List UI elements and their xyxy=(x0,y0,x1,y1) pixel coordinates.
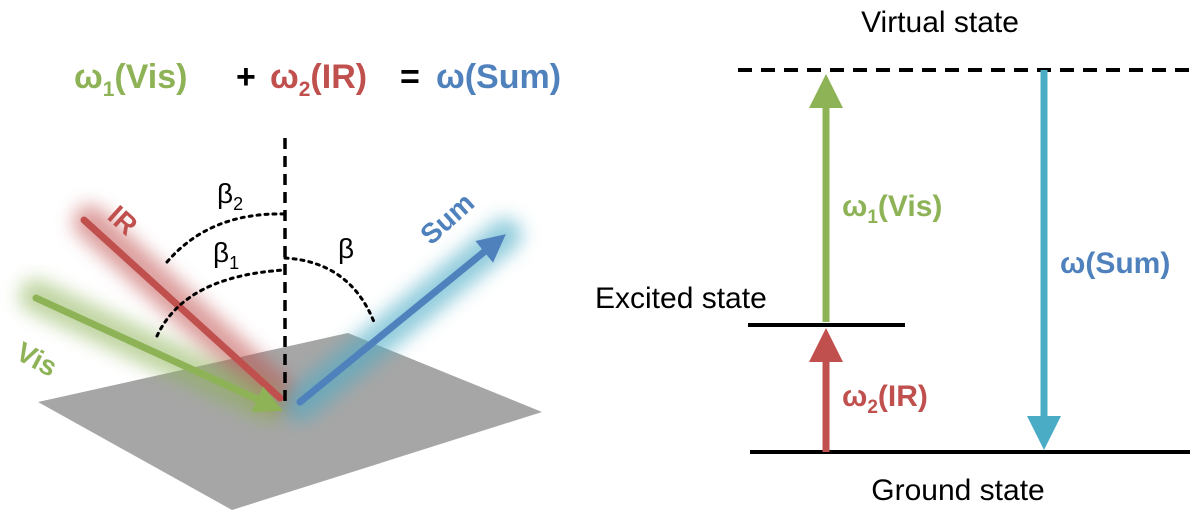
sum-transition-arrowhead xyxy=(1027,416,1061,450)
equation-vis-term: ω1(Vis) xyxy=(74,58,188,101)
vis-transition-arrowhead xyxy=(809,74,843,108)
equation-plus: + xyxy=(236,58,256,96)
ir-beam xyxy=(80,216,284,402)
beta2-label: β2 xyxy=(217,178,243,214)
beta2-arc xyxy=(165,212,287,264)
beta1-label: β1 xyxy=(213,237,239,273)
sum-beam-label: Sum xyxy=(414,187,480,251)
sum-transition-label: ω(Sum) xyxy=(1060,247,1170,280)
virtual-state-label: Virtual state xyxy=(861,6,1019,39)
equation-sum-term: ω(Sum) xyxy=(436,58,561,96)
beta-label: β xyxy=(338,233,354,264)
beta-arc xyxy=(283,256,376,324)
energy-level-diagram: Virtual state Excited state Ground state… xyxy=(595,6,1190,507)
beta1-arc xyxy=(155,268,287,338)
vis-beam-label: Vis xyxy=(11,336,62,383)
vis-beam-arrow xyxy=(32,294,283,412)
equation-equals: = xyxy=(400,58,420,96)
excited-state-label: Excited state xyxy=(595,282,767,315)
sum-beam-arrow xyxy=(296,234,506,406)
ir-transition-label: ω2(IR) xyxy=(842,380,928,418)
ground-state-label: Ground state xyxy=(871,474,1044,507)
sample-surface xyxy=(38,333,542,510)
geometry-diagram: IR Vis Sum β2 β1 β xyxy=(11,138,542,510)
equation: ω1(Vis) + ω2(IR) = ω(Sum) xyxy=(74,58,561,101)
equation-ir-term: ω2(IR) xyxy=(270,58,367,101)
ir-transition-arrowhead xyxy=(809,328,843,362)
vis-transition-label: ω1(Vis) xyxy=(842,190,942,228)
